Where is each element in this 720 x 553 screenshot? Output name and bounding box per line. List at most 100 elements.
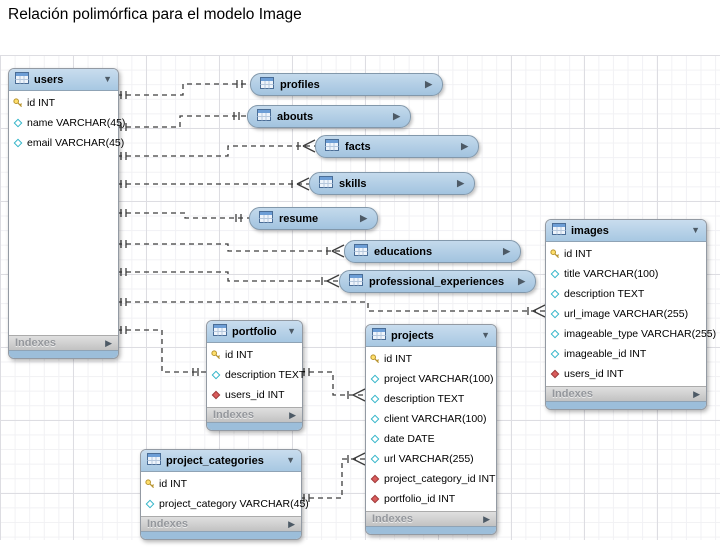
indexes-row[interactable]: Indexes ▶ [207,407,302,422]
table-column-row[interactable]: id INT [207,345,302,365]
expand-arrow-icon[interactable]: ▶ [105,337,112,348]
table-footer [207,422,302,430]
relationship-users-abouts[interactable] [117,112,247,131]
table-projects[interactable]: projects ▼ id INT project VARCHAR(100)des… [365,324,497,535]
table-footer [141,531,301,539]
collapse-arrow-icon[interactable]: ▼ [286,455,295,465]
collapse-arrow-icon[interactable]: ▼ [103,74,112,84]
indexes-label: Indexes [15,337,56,349]
table-footer [9,350,118,358]
table-column-row[interactable]: url_image VARCHAR(255) [546,304,706,324]
table-header[interactable]: portfolio ▼ [207,321,302,343]
table-column-row[interactable]: users_id INT [546,364,706,384]
nullable-column-icon [550,349,560,359]
collapsed-table-educations[interactable]: educations ▶ [344,240,521,263]
table-title: abouts [277,110,314,123]
relationship-users-portfolio[interactable] [117,326,206,376]
table-project-categories[interactable]: project_categories ▼ id INT project_categ… [140,449,309,540]
table-column-row[interactable]: email VARCHAR(45) [9,133,124,153]
table-header[interactable]: users ▼ [9,69,118,91]
nullable-column-icon [550,269,560,279]
table-column-row[interactable]: name VARCHAR(45) [9,113,125,133]
collapsed-table-resume[interactable]: resume ▶ [249,207,378,230]
table-column-row[interactable]: id INT [546,244,706,264]
collapse-arrow-icon[interactable]: ▼ [481,330,490,340]
table-users[interactable]: users ▼ id INT name VARCHAR(45)email VARC… [8,68,125,359]
table-icon [354,244,368,259]
table-column-row[interactable]: project_category VARCHAR(45) [141,494,309,514]
collapse-arrow-icon[interactable]: ▼ [287,326,296,336]
nullable-column-icon [550,289,560,299]
relationship-users-educations[interactable] [117,240,345,258]
table-column-row[interactable]: id INT [9,93,118,113]
table-column-row[interactable]: portfolio_id INT [366,489,496,509]
primary-key-icon [370,354,380,364]
table-icon [349,274,363,289]
relationship-users-skills[interactable] [117,177,310,191]
expand-arrow-icon[interactable]: ▶ [289,409,296,420]
column-definition: users_id INT [564,368,624,380]
indexes-row[interactable]: Indexes ▶ [366,511,496,526]
column-definition: id INT [159,478,188,490]
nullable-column-icon [13,138,23,148]
collapsed-table-profiles[interactable]: profiles ▶ [250,73,443,96]
column-definition: id INT [27,97,56,109]
table-column-row[interactable]: id INT [366,349,496,369]
expand-arrow-icon[interactable]: ▶ [461,141,468,151]
column-definition: project_category VARCHAR(45) [159,498,309,510]
collapsed-table-skills[interactable]: skills ▶ [309,172,475,195]
collapsed-table-facts[interactable]: facts ▶ [315,135,479,158]
indexes-row[interactable]: Indexes ▶ [141,516,301,531]
table-icon [257,109,271,124]
collapsed-table-professional-experiences[interactable]: professional_experiences ▶ [339,270,536,293]
column-definition: project_category_id INT [384,473,496,485]
table-column-row[interactable]: id INT [141,474,301,494]
diagram-canvas[interactable]: users ▼ id INT name VARCHAR(45)email VARC… [0,55,720,540]
table-header[interactable]: project_categories ▼ [141,450,301,472]
table-column-row[interactable]: imageable_id INT [546,344,706,364]
table-column-row[interactable]: title VARCHAR(100) [546,264,706,284]
expand-arrow-icon[interactable]: ▶ [360,213,367,223]
collapse-arrow-icon[interactable]: ▼ [691,225,700,235]
table-column-row[interactable]: imageable_type VARCHAR(255) [546,324,716,344]
expand-arrow-icon[interactable]: ▶ [425,79,432,89]
table-icon [372,328,386,343]
relationship-users-profiles[interactable] [117,80,250,99]
table-column-row[interactable]: users_id INT [207,385,302,405]
expand-arrow-icon[interactable]: ▶ [288,518,295,529]
table-column-row[interactable]: project_category_id INT [366,469,496,489]
expand-arrow-icon[interactable]: ▶ [518,276,525,286]
relationship-portfolio-projects[interactable] [300,368,366,402]
expand-arrow-icon[interactable]: ▶ [693,388,700,399]
table-column-row[interactable]: date DATE [366,429,496,449]
nullable-column-icon [370,394,380,404]
relationship-users-professional-experiences[interactable] [117,268,340,288]
expand-arrow-icon[interactable]: ▶ [457,178,464,188]
table-column-row[interactable]: description TEXT [207,365,305,385]
table-column-row[interactable]: description TEXT [366,389,496,409]
table-column-row[interactable]: description TEXT [546,284,706,304]
indexes-row[interactable]: Indexes ▶ [546,386,706,401]
relationship-project-categories-projects[interactable] [300,452,366,502]
collapsed-table-abouts[interactable]: abouts ▶ [247,105,411,128]
table-header[interactable]: images ▼ [546,220,706,242]
relationship-users-images[interactable] [117,298,546,318]
primary-key-icon [13,98,23,108]
expand-arrow-icon[interactable]: ▶ [393,111,400,121]
relationship-users-facts[interactable] [117,139,316,160]
relationship-users-resume[interactable] [117,209,249,222]
table-icon [147,453,161,468]
indexes-row[interactable]: Indexes ▶ [9,335,118,350]
table-column-row[interactable]: url VARCHAR(255) [366,449,496,469]
table-column-row[interactable]: client VARCHAR(100) [366,409,496,429]
table-header[interactable]: projects ▼ [366,325,496,347]
expand-arrow-icon[interactable]: ▶ [483,513,490,524]
column-definition: id INT [384,353,413,365]
table-title: users [34,73,64,86]
expand-arrow-icon[interactable]: ▶ [503,246,510,256]
indexes-label: Indexes [213,409,254,421]
table-column-row[interactable]: project VARCHAR(100) [366,369,496,389]
nullable-column-icon [370,434,380,444]
